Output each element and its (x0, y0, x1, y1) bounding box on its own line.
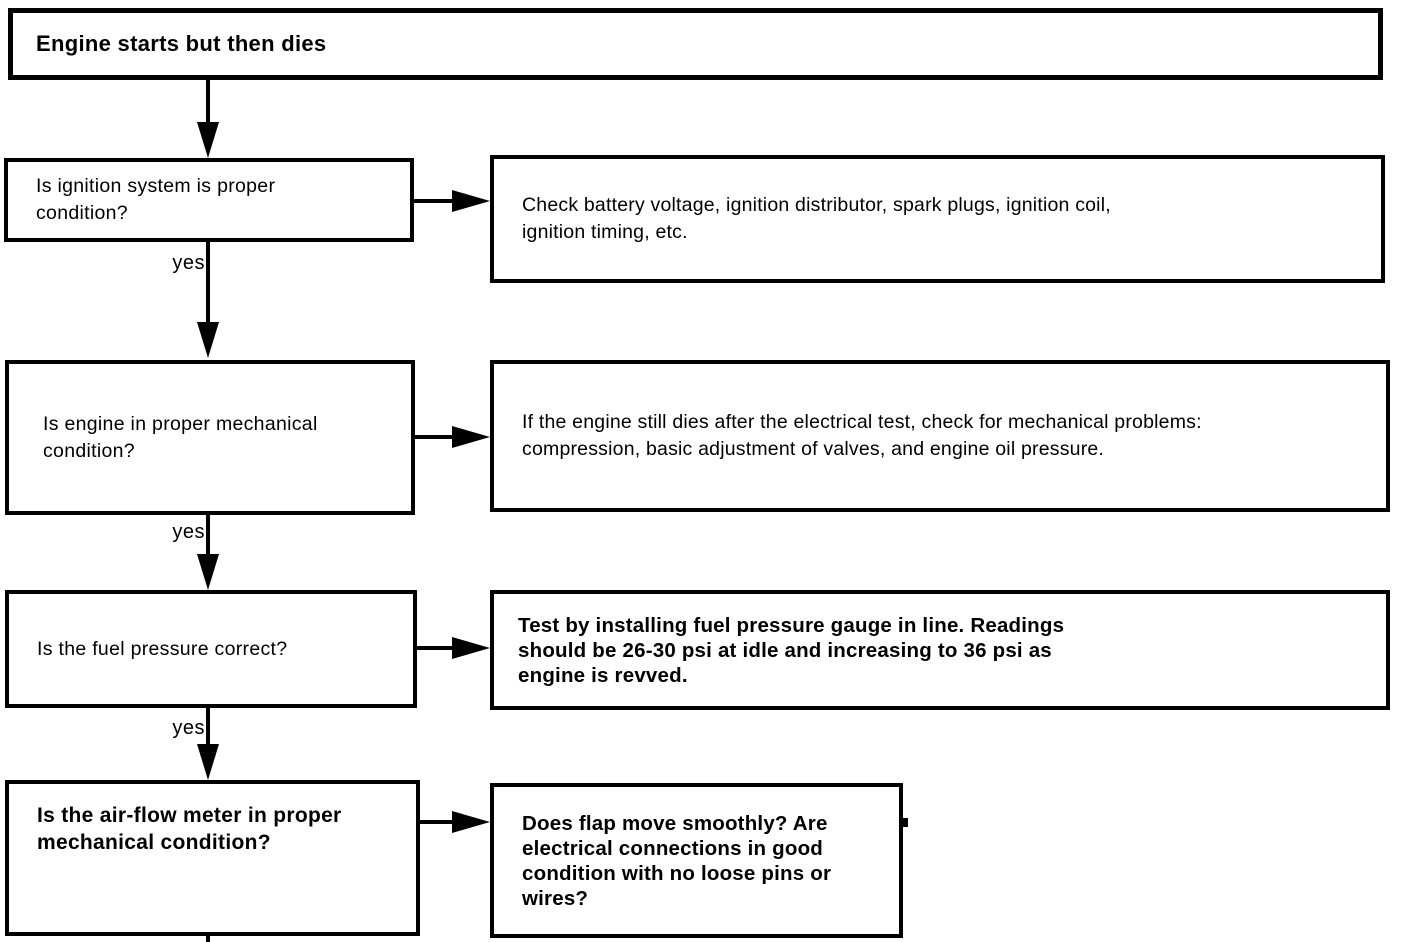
action-label: Test by installing fuel pressure gauge i… (518, 613, 1065, 687)
arrow-right-icon (452, 426, 490, 448)
arrow-right-icon (452, 811, 490, 833)
arrow-right-icon (452, 190, 490, 212)
decision-label: Is engine in proper mechanical condition… (43, 412, 318, 462)
connector-line (206, 515, 210, 559)
action-label: Does flap move smoothly? Are electrical … (522, 811, 832, 910)
decision-node-fuel-pressure: Is the fuel pressure correct? (5, 590, 417, 708)
connector-line (206, 708, 210, 748)
action-node-fuel-pressure-test: Test by installing fuel pressure gauge i… (490, 590, 1390, 710)
start-node: Engine starts but then dies (8, 8, 1383, 80)
decision-label: Is ignition system is proper condition? (36, 175, 276, 224)
connector-line (417, 646, 456, 650)
action-node-ignition-check: Check battery voltage, ignition distribu… (490, 155, 1385, 283)
action-node-mechanical-check: If the engine still dies after the elect… (490, 360, 1390, 512)
arrow-down-icon (197, 122, 219, 158)
yes-label: yes (172, 717, 205, 739)
decision-node-ignition: Is ignition system is proper condition? (4, 158, 414, 242)
arrow-right-icon (452, 637, 490, 659)
connector-line (415, 435, 456, 439)
connector-line (414, 199, 456, 203)
connector-line (420, 820, 456, 824)
connector-line (206, 242, 210, 326)
yes-label: yes (172, 252, 205, 274)
arrow-down-icon (197, 554, 219, 590)
decision-label: Is the fuel pressure correct? (37, 637, 288, 660)
decision-label: Is the air-flow meter in proper mechanic… (37, 804, 342, 855)
connector-line (206, 935, 210, 942)
start-node-label: Engine starts but then dies (36, 31, 327, 56)
yes-label: yes (172, 521, 205, 543)
connector-line (206, 80, 210, 128)
action-label: If the engine still dies after the elect… (522, 410, 1202, 460)
decision-node-airflow-meter: Is the air-flow meter in proper mechanic… (5, 780, 420, 936)
action-label: Check battery voltage, ignition distribu… (522, 193, 1111, 243)
action-node-airflow-check: Does flap move smoothly? Are electrical … (490, 783, 903, 938)
scan-artifact (901, 818, 908, 827)
arrow-down-icon (197, 322, 219, 358)
decision-node-mechanical: Is engine in proper mechanical condition… (5, 360, 415, 515)
arrow-down-icon (197, 744, 219, 780)
